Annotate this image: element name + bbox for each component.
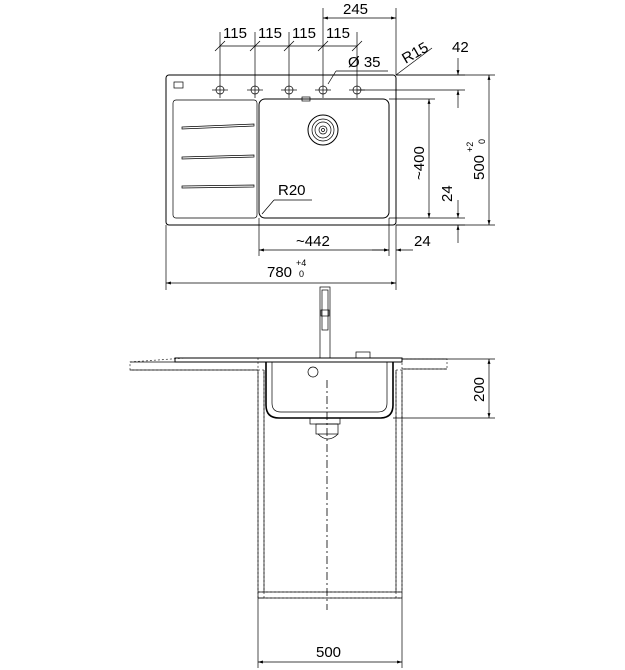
side-view: 200 500 <box>129 286 495 668</box>
bottom-margin-label: 24 <box>439 185 456 202</box>
logo-mark <box>173 81 184 89</box>
hole-spacing-label-4: 115 <box>326 25 350 42</box>
overall-depth-tolerance-high: +2 <box>465 142 475 152</box>
hole-spacing-label-3: 115 <box>292 25 316 42</box>
worktop-right <box>401 358 448 370</box>
drainboard <box>172 99 258 219</box>
cabinet-bottom <box>257 591 403 599</box>
overall-width-tolerance-high: +4 <box>296 258 306 268</box>
hole-extension-lines <box>219 8 397 82</box>
bowl-height-label: 200 <box>471 377 488 402</box>
tap <box>319 286 331 359</box>
worktop-left <box>129 357 259 371</box>
tap-hole <box>315 82 331 98</box>
corner-radius-leader <box>395 47 433 76</box>
drain-grooves <box>181 123 255 189</box>
sink-bowl-profile <box>265 362 394 419</box>
bowl-width-label: ~442 <box>296 233 330 250</box>
top-view: 115 115 115 115 245 Ø 35 R15 42 ~400 24 <box>165 1 495 290</box>
sink-bowl <box>258 98 390 219</box>
hole-spacing-label-2: 115 <box>258 25 282 42</box>
tap-hole-fitting <box>355 351 371 359</box>
hole-spacing-label-1: 115 <box>223 25 247 42</box>
drain-strainer <box>307 114 339 146</box>
tap-hole <box>281 82 297 98</box>
edge-offset-label: 42 <box>452 39 469 56</box>
tap-holes <box>212 82 365 98</box>
overall-width-tolerance-low: 0 <box>299 269 304 279</box>
offset-dimension-label: 245 <box>343 1 368 18</box>
overall-depth-label: 500 <box>471 155 488 180</box>
cabinet-width-label: 500 <box>316 644 341 661</box>
drain-assembly <box>309 417 341 440</box>
overall-width-label: 780 <box>267 264 292 281</box>
cabinet-left-wall <box>257 369 265 599</box>
overflow-slot <box>301 96 311 102</box>
side-margin-label: 24 <box>414 233 431 250</box>
tap-hole <box>212 82 228 98</box>
inner-radius-leader <box>261 199 275 215</box>
overall-depth-tolerance-low: 0 <box>477 139 487 144</box>
bowl-depth-label: ~400 <box>411 146 428 180</box>
hole-diameter-label: Ø 35 <box>348 54 381 71</box>
sink-outline <box>165 74 397 226</box>
hole-spacing-ticks <box>214 40 363 52</box>
sink-flange <box>174 357 403 363</box>
corner-radius-label: R15 <box>399 39 431 67</box>
tap-hole <box>247 82 263 98</box>
overflow-hole <box>307 366 319 378</box>
inner-radius-label: R20 <box>278 182 306 199</box>
cabinet-right-wall <box>395 369 403 599</box>
